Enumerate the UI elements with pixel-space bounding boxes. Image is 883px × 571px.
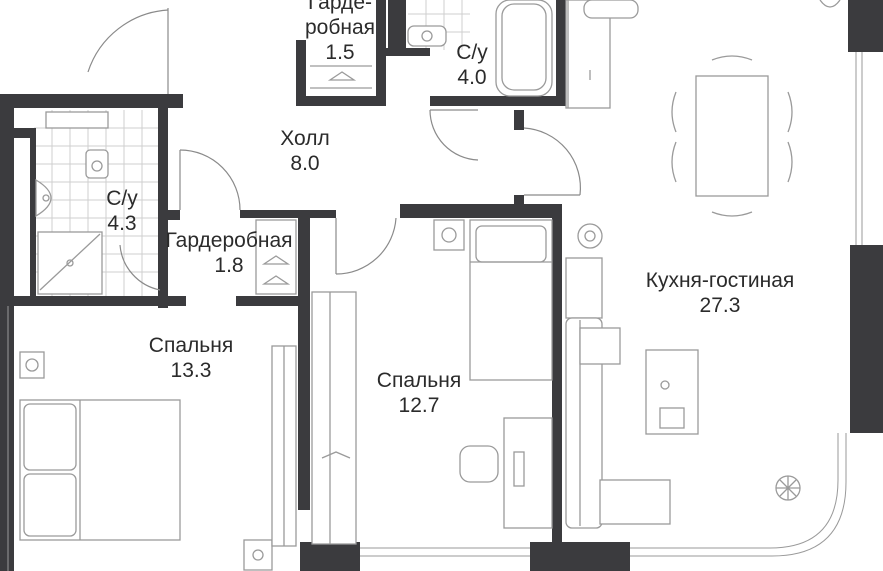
room-label-bedroom-mid: Спальня 12.7 xyxy=(377,368,461,418)
room-name: С/у xyxy=(456,41,488,64)
room-name: Спальня xyxy=(148,334,234,357)
windows xyxy=(7,52,863,571)
room-area: 1.8 xyxy=(214,254,244,277)
room-area: 12.7 xyxy=(398,394,440,417)
room-area: 27.3 xyxy=(699,294,741,317)
room-label-wardrobe-mid: Гардеробная 1.8 xyxy=(165,228,292,278)
room-area: 8.0 xyxy=(290,152,320,175)
room-label-bedroom-left: Спальня 13.3 xyxy=(149,333,233,383)
room-name: С/у xyxy=(106,187,138,210)
wardrobe-top-rail xyxy=(310,65,372,89)
room-label-wardrobe-top: Гарде- робная 1.5 xyxy=(305,0,375,65)
room-name: Холл xyxy=(280,127,330,150)
room-area: 13.3 xyxy=(170,359,212,382)
room-name-line2: робная xyxy=(304,16,376,39)
wardrobe-mid-rail xyxy=(255,219,297,295)
doors xyxy=(87,8,582,291)
room-area: 4.0 xyxy=(457,66,487,89)
room-label-bath-top: С/у 4.0 xyxy=(456,40,488,90)
bedroom-left-furniture xyxy=(19,345,297,571)
room-label-bath-left: С/у 4.3 xyxy=(106,186,138,236)
room-label-hall: Холл 8.0 xyxy=(280,126,330,176)
bath-left-fixtures xyxy=(35,111,109,295)
living-furniture xyxy=(565,0,841,529)
room-name-line1: Гарде- xyxy=(307,0,372,14)
room-name: Гардеробная xyxy=(165,229,293,252)
room-name: Спальня xyxy=(376,369,462,392)
room-area: 4.3 xyxy=(107,212,137,235)
room-label-living: Кухня-гостиная 27.3 xyxy=(646,268,795,318)
bath-top-fixtures xyxy=(407,0,611,109)
bedroom-mid-furniture xyxy=(311,219,553,545)
room-name: Кухня-гостиная xyxy=(645,269,795,292)
room-area: 1.5 xyxy=(325,41,355,64)
